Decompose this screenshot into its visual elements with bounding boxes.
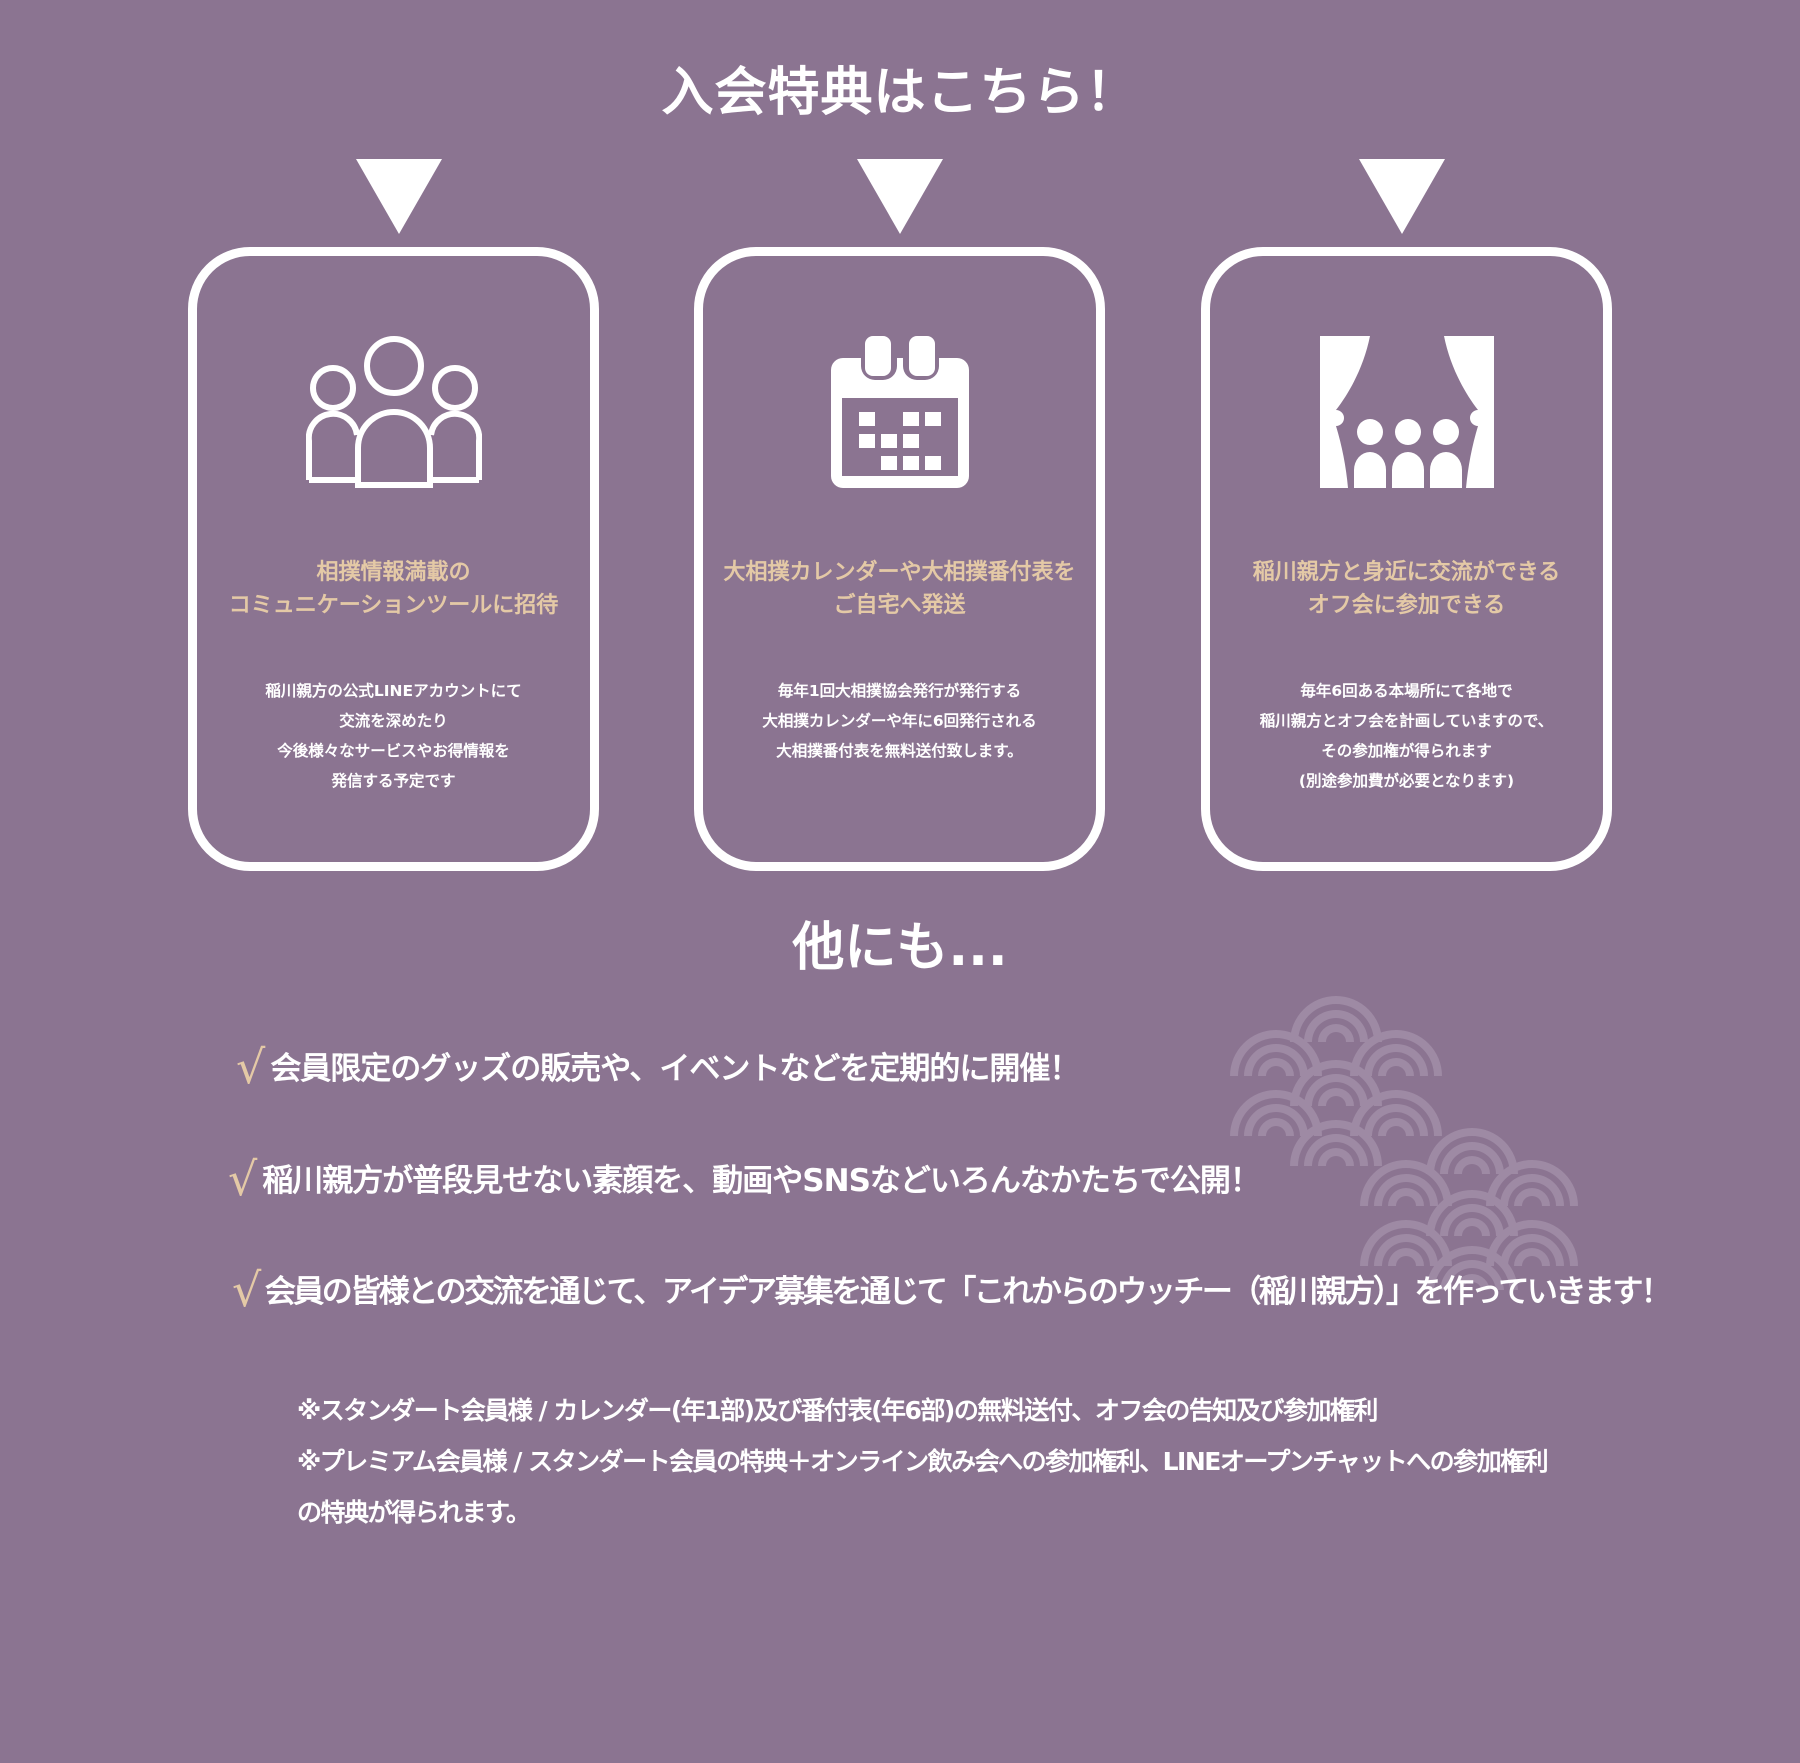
benefit-description-line: 大相撲番付表を無料送付致します。 [776,742,1023,760]
check-list-text: 稲川親方が普段見せない素顔を、動画やSNSなどいろんなかたちで公開！ [262,1163,1261,1199]
note-line-premium: ※プレミアム会員様 / スタンダート会員の特典＋オンライン飲み会への参加権利、L… [297,1447,1549,1476]
benefit-description-line: 発信する予定です [331,772,456,790]
benefit-card-community: 相撲情報満載の コミュニケーションツールに招待 稲川親方の公式LINEアカウント… [188,247,599,871]
check-list-item: √会員の皆様との交流を通じて、アイデア募集を通じて「これからのウッチー（稲川親方… [232,1267,1672,1314]
benefit-description-line: (別途参加費が必要となります) [1298,772,1515,790]
benefit-title-line: 稲川親方と身近に交流ができる [1252,560,1561,585]
benefit-description-line: 毎年1回大相撲協会発行が発行する [777,682,1022,700]
benefit-title: 稲川親方と身近に交流ができる オフ会に参加できる [1210,556,1603,622]
check-mark-icon: √ [228,1152,257,1206]
section-title-others: 他にも... [792,918,1008,978]
stage-audience-icon [1319,336,1494,492]
benefit-title-line: 相撲情報満載の [316,560,471,585]
benefit-title-line: 大相撲カレンダーや大相撲番付表を [723,560,1076,585]
check-list-item: √稲川親方が普段見せない素顔を、動画やSNSなどいろんなかたちで公開！ [228,1156,1261,1203]
benefit-description-line: その参加権が得られます [1321,742,1492,760]
benefit-description-line: 稲川親方とオフ会を計画していますので、 [1259,712,1554,730]
down-arrow-icon [1359,159,1445,234]
note-line-closing: の特典が得られます。 [297,1498,531,1527]
benefit-description: 毎年1回大相撲協会発行が発行する 大相撲カレンダーや年に6回発行される 大相撲番… [703,676,1096,766]
benefit-description: 毎年6回ある本場所にて各地で 稲川親方とオフ会を計画していますので、 その参加権… [1210,676,1603,796]
note-line-standard: ※スタンダート会員様 / カレンダー(年1部)及び番付表(年6部)の無料送付、オ… [297,1396,1378,1425]
people-group-icon [305,336,482,492]
benefit-description-line: 大相撲カレンダーや年に6回発行される [762,712,1037,730]
down-arrow-icon [356,159,442,234]
benefit-title-line: コミュニケーションツールに招待 [228,593,559,618]
benefit-title: 大相撲カレンダーや大相撲番付表を ご自宅へ発送 [703,556,1096,622]
benefit-description-line: 稲川親方の公式LINEアカウントにて [265,682,522,700]
check-mark-icon: √ [232,1263,261,1317]
page-title: 入会特典はこちら！ [661,63,1139,123]
down-arrow-icon [857,159,943,234]
benefit-title: 相撲情報満載の コミュニケーションツールに招待 [197,556,590,622]
wave-pattern-decoration [1228,990,1588,1294]
benefit-title-line: オフ会に参加できる [1307,593,1506,618]
check-mark-icon: √ [236,1040,265,1094]
benefit-card-offline-meetup: 稲川親方と身近に交流ができる オフ会に参加できる 毎年6回ある本場所にて各地で … [1201,247,1612,871]
benefit-description-line: 今後様々なサービスやお得情報を [277,742,510,760]
benefit-description-line: 交流を深めたり [339,712,448,730]
check-list-item: √会員限定のグッズの販売や、イベントなどを定期的に開催！ [236,1044,1080,1091]
membership-notes: ※スタンダート会員様 / カレンダー(年1部)及び番付表(年6部)の無料送付、オ… [297,1385,1549,1538]
calendar-icon [830,336,969,492]
benefit-description-line: 毎年6回ある本場所にて各地で [1300,682,1513,700]
benefit-card-calendar: 大相撲カレンダーや大相撲番付表を ご自宅へ発送 毎年1回大相撲協会発行が発行する… [694,247,1105,871]
check-list-text: 会員限定のグッズの販売や、イベントなどを定期的に開催！ [270,1051,1080,1087]
benefit-description: 稲川親方の公式LINEアカウントにて 交流を深めたり 今後様々なサービスやお得情… [197,676,590,796]
check-list-text: 会員の皆様との交流を通じて、アイデア募集を通じて「これからのウッチー（稲川親方）… [264,1274,1672,1310]
benefit-title-line: ご自宅へ発送 [833,593,966,618]
